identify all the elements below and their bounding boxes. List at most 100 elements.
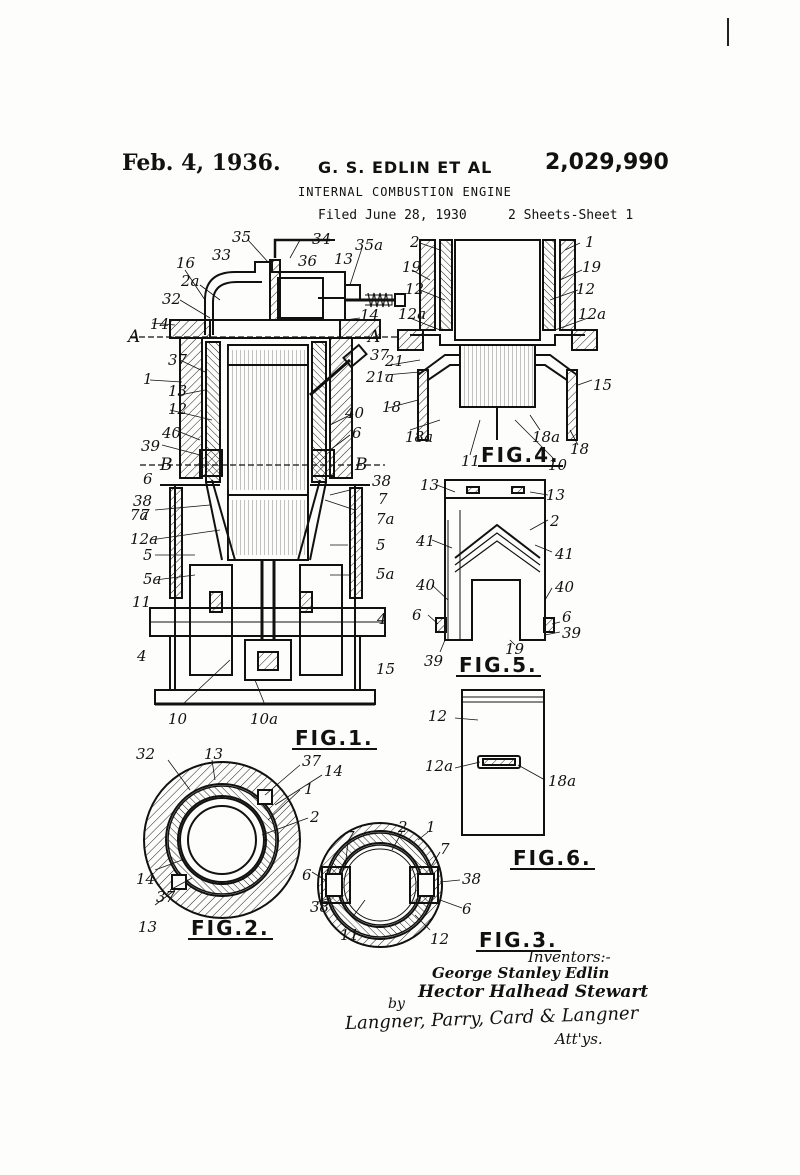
fig1-ref: 11 <box>132 593 152 611</box>
fig1-ref: 7a <box>376 510 395 528</box>
fig3-ref: 38 <box>462 870 482 888</box>
fig3-ref: 2 <box>398 818 408 836</box>
fig1-ref: 7a <box>130 506 149 524</box>
fig1-ref: 35a <box>355 236 384 254</box>
fig1-ref: 40 <box>345 404 365 422</box>
fig1-ref: 7 <box>378 490 388 508</box>
fig1-ref: 7 <box>140 506 150 524</box>
inventor-name: Hector Halhead Stewart <box>418 982 649 1002</box>
fig2-ref: 14 <box>324 762 344 780</box>
fig3-ref: 11 <box>340 926 360 944</box>
fig5-ref: 39 <box>562 624 582 642</box>
fig1-ref: 40 <box>162 424 182 442</box>
section-line-label: B <box>160 455 173 475</box>
sheet-count: 2 Sheets-Sheet 1 <box>508 208 634 223</box>
fig2-ref: 1 <box>304 780 314 798</box>
fig2-label: FIG.2. <box>188 918 273 940</box>
attorneys-label: Att'ys. <box>555 1030 603 1048</box>
fig2-ref: 13 <box>138 918 158 936</box>
fig1-ref: 38 <box>372 472 392 490</box>
fig1-ref: 6 <box>352 424 362 442</box>
fig1-ref: 10 <box>168 710 188 728</box>
fig6-ref: 12a <box>425 757 454 775</box>
fig3-ref: 7 <box>440 840 450 858</box>
fig1-ref: 36 <box>298 252 318 270</box>
fig4-ref: 19 <box>582 258 602 276</box>
section-line-label: A <box>368 327 381 347</box>
fig2-ref: 13 <box>204 745 224 763</box>
fig1-ref: 33 <box>212 246 232 264</box>
filed-date: Filed June 28, 1930 <box>318 208 467 223</box>
fig5-ref: 13 <box>420 476 440 494</box>
fig5-ref: 39 <box>424 652 444 670</box>
fig2-drawing <box>143 761 301 919</box>
fig2-ref: 37 <box>302 752 322 770</box>
fig1-ref: 14 <box>360 306 380 324</box>
fig4-ref: 12 <box>405 280 425 298</box>
inventors-label: Inventors:- <box>528 948 611 966</box>
fig4-ref: 11 <box>461 452 481 470</box>
fig1-ref: 5a <box>376 565 395 583</box>
fig5-ref: 6 <box>412 606 422 624</box>
section-line-label: B <box>355 455 368 475</box>
fig3-ref: 6 <box>462 900 472 918</box>
patent-title: INTERNAL COMBUSTION ENGINE <box>298 185 512 199</box>
fig2-ref: 2 <box>310 808 320 826</box>
fig1-label: FIG.1. <box>292 728 377 750</box>
fig1-ref: 14 <box>150 315 170 333</box>
fig4-ref: 19 <box>402 258 422 276</box>
fig6-ref: 18a <box>548 772 577 790</box>
fig4-drawing <box>397 239 598 441</box>
fig1-ref: 1 <box>143 370 153 388</box>
fig1-ref: 5 <box>376 536 386 554</box>
fig3-ref: 6 <box>302 866 312 884</box>
fig1-ref: 6 <box>143 470 153 488</box>
fig2-ref: 37 <box>156 888 176 906</box>
fig5-ref: 2 <box>550 512 560 530</box>
by-label: by <box>388 996 405 1012</box>
fig4-ref: 12 <box>576 280 596 298</box>
fig4-ref: 12a <box>398 305 427 323</box>
fig4-ref: 15 <box>593 376 613 394</box>
fig5-ref: 41 <box>555 545 575 563</box>
fig1-ref: 16 <box>176 254 196 272</box>
fig1-ref: 21a <box>366 368 395 386</box>
fig1-ref: 2a <box>181 272 200 290</box>
fig3-ref: 1 <box>426 818 436 836</box>
fig5-ref: 19 <box>505 640 525 658</box>
fig4-ref: 18a <box>532 428 561 446</box>
fig4-ref: 21 <box>385 352 405 370</box>
fig4-label: FIG.4. <box>478 445 563 467</box>
fig4-ref: 2 <box>410 233 420 251</box>
fig1-ref: 15 <box>376 660 396 678</box>
fig1-ref: 34 <box>312 230 332 248</box>
fig1-ref: 12a <box>130 530 159 548</box>
fig6-ref: 12 <box>428 707 448 725</box>
fig1-ref: 35 <box>232 228 252 246</box>
fig1-drawing <box>130 238 406 706</box>
fig3-drawing <box>317 822 443 948</box>
fig1-ref: 37 <box>168 351 188 369</box>
fig1-ref: 13 <box>168 382 188 400</box>
fig4-ref: 1 <box>585 233 595 251</box>
patent-date: Feb. 4, 1936. <box>122 150 281 176</box>
fig1-ref: 4 <box>137 647 147 665</box>
fig5-label: FIG.5. <box>456 655 541 677</box>
fig1-ref: 37 <box>370 346 390 364</box>
fig5-ref: 41 <box>416 532 436 550</box>
fig1-ref: 13 <box>334 250 354 268</box>
fig1-ref: 39 <box>141 437 161 455</box>
fig6-label: FIG.6. <box>510 848 595 870</box>
inventor-name: George Stanley Edlin <box>432 964 610 982</box>
fig3-ref: 7 <box>345 828 355 846</box>
fig1-ref: 5 <box>143 546 153 564</box>
fig6-drawing <box>461 689 545 836</box>
fig5-ref: 40 <box>416 576 436 594</box>
section-line-label: A <box>128 327 141 347</box>
margin-mark <box>727 18 729 46</box>
fig2-ref: 32 <box>136 745 156 763</box>
fig4-ref: 18a <box>405 428 434 446</box>
fig1-ref: 12 <box>168 400 188 418</box>
